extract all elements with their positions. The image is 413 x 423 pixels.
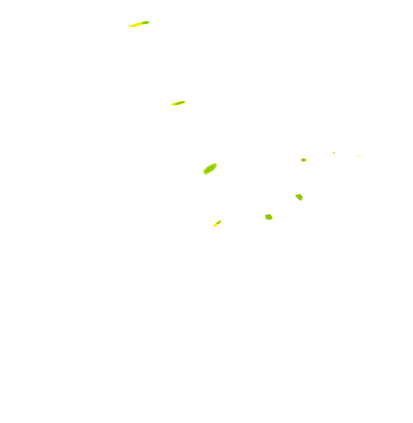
map-feature-7-body	[295, 194, 303, 201]
map-feature-3	[203, 163, 217, 175]
map-feature-2-core	[174, 101, 185, 105]
map-feature-9-core	[216, 221, 221, 224]
map-feature-5	[333, 152, 335, 154]
map-feature-9	[213, 220, 222, 227]
map-feature-6	[357, 155, 359, 157]
map-feature-4	[300, 158, 307, 162]
map-feature-8	[265, 214, 273, 220]
map-feature-7	[295, 194, 303, 201]
map-feature-5-dot	[333, 152, 335, 154]
map-feature-2	[171, 101, 186, 106]
map-feature-4-core	[301, 158, 305, 162]
map-feature-1-core	[141, 21, 150, 24]
map-feature-3-core	[205, 165, 215, 173]
map-feature-8-body	[265, 214, 273, 220]
map-feature-6-dot	[357, 155, 359, 157]
map-feature-1	[128, 21, 150, 27]
